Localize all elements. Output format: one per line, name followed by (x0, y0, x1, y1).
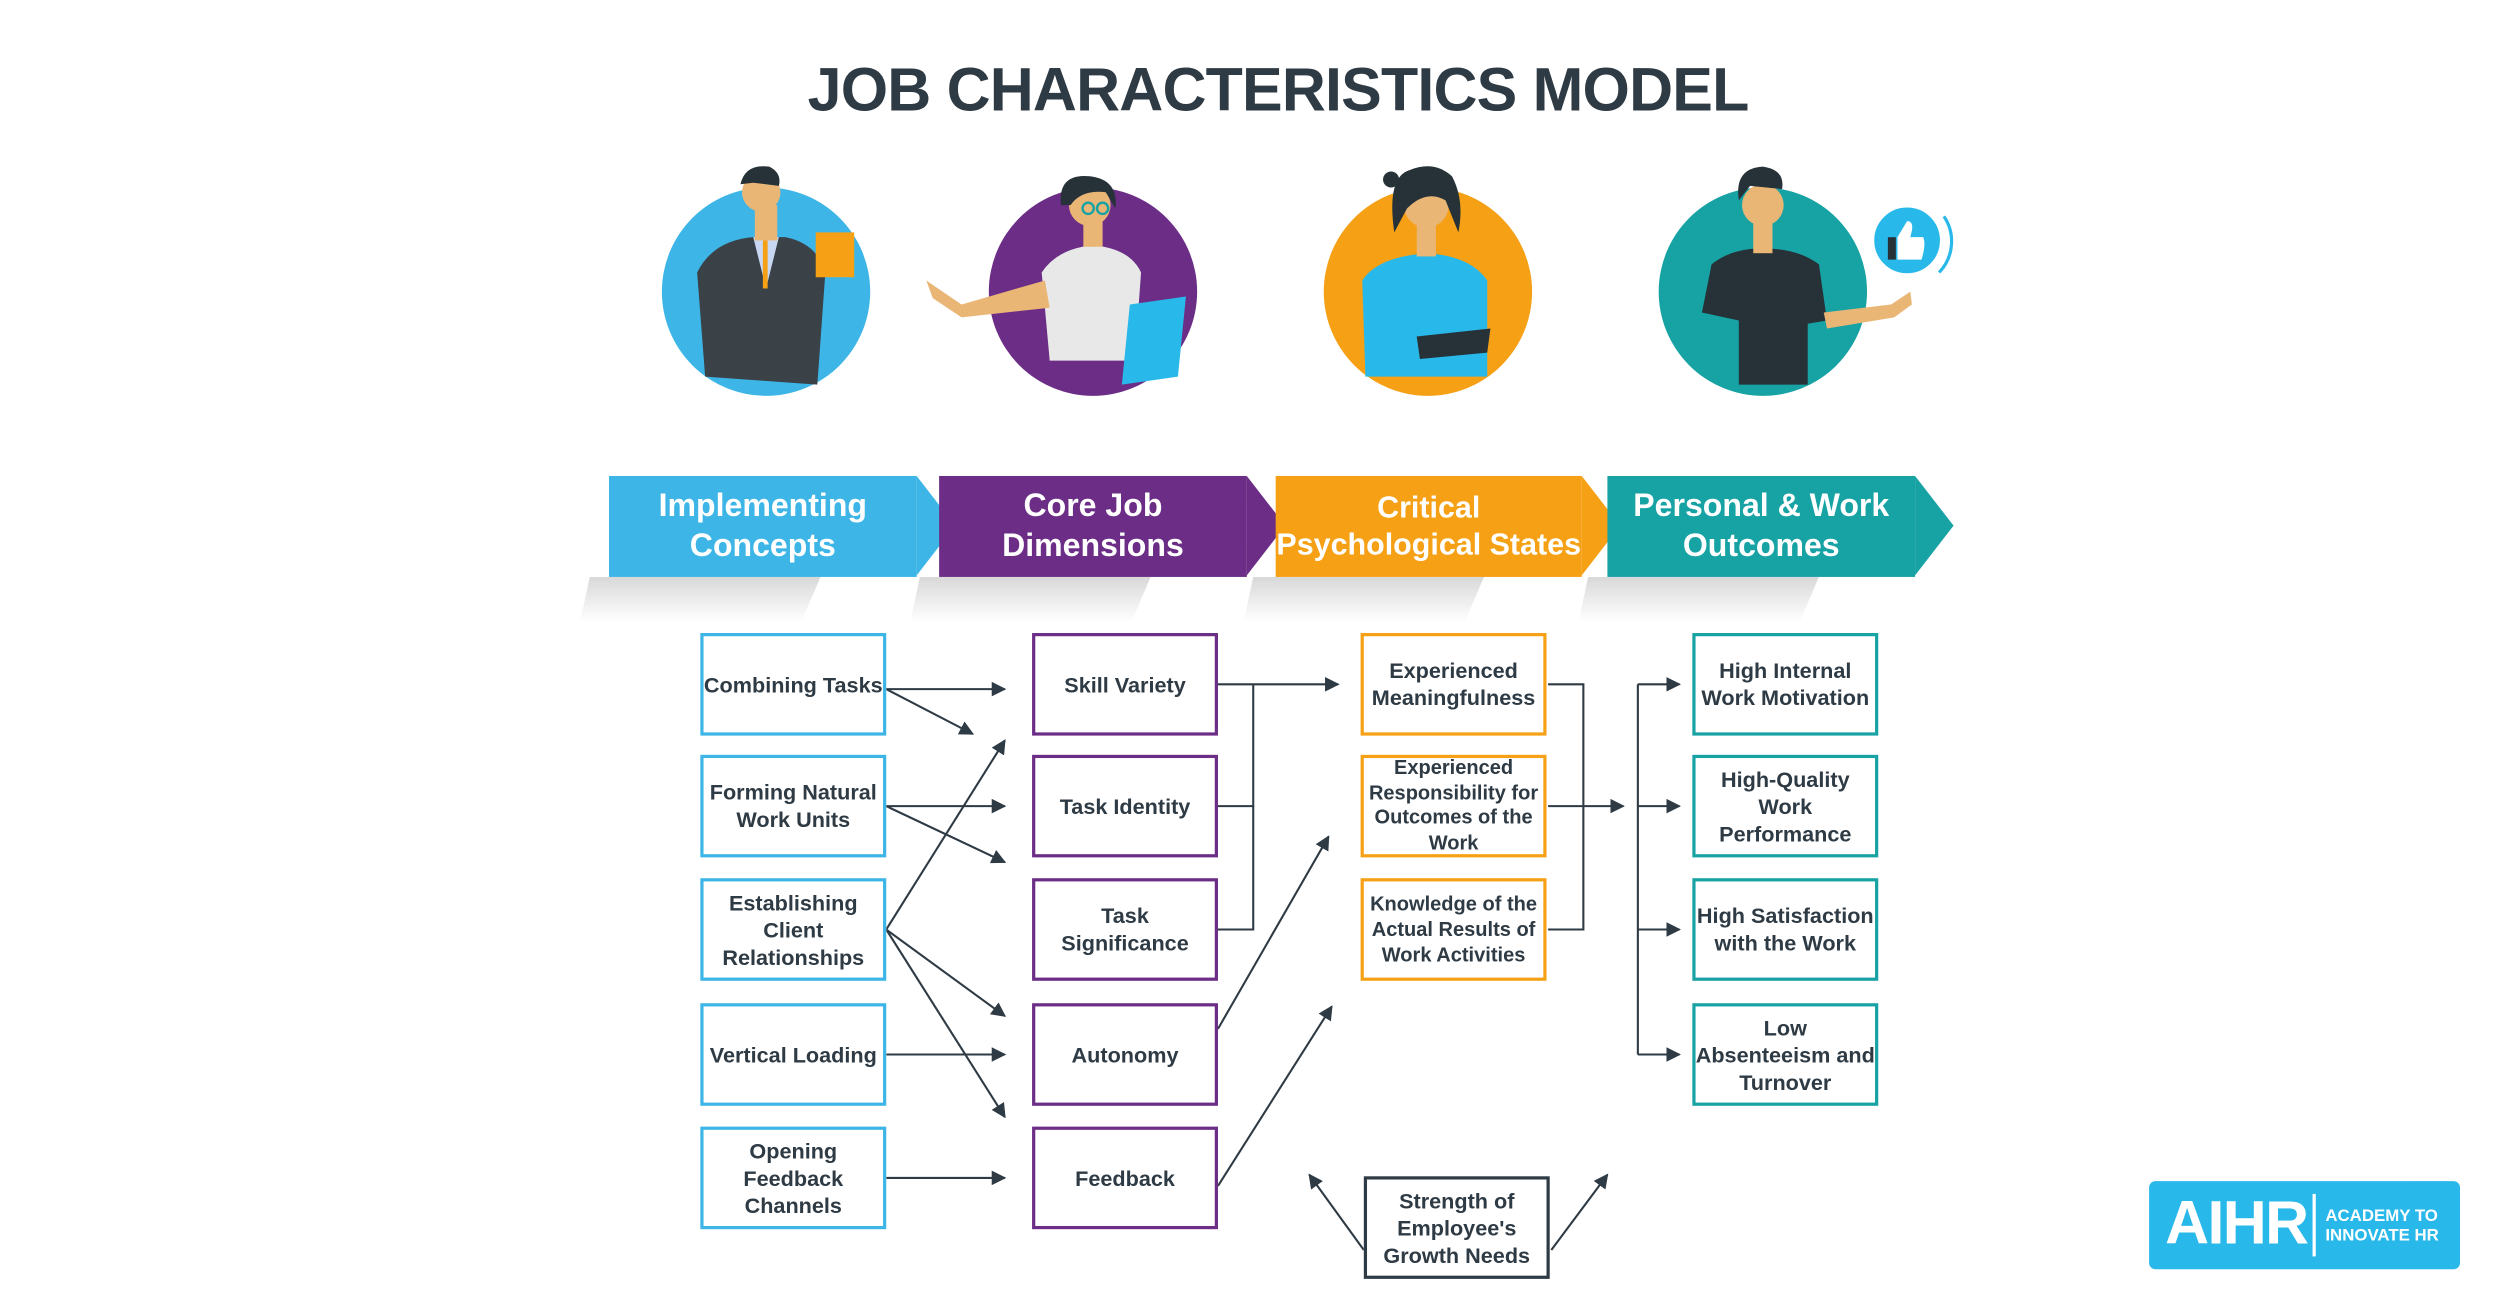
box-forming-natural-work-units: Forming Natural Work Units (700, 754, 887, 858)
box-label: Establishing Client Relationships (722, 890, 865, 969)
box-high-satisfaction: High Satisfaction with the Work (1692, 878, 1879, 981)
arrow (1308, 1173, 1365, 1251)
arrow (885, 928, 1006, 1119)
box-autonomy: Autonomy (1032, 1003, 1218, 1106)
box-label: Combining Tasks (703, 672, 883, 697)
box-label: High Satisfaction with the Work (1696, 903, 1874, 956)
banner-shadow (910, 576, 1151, 622)
box-label: High-Quality Work Performance (1719, 766, 1852, 846)
header-line: Outcomes (1682, 528, 1840, 564)
arrow (1550, 1173, 1609, 1251)
businessman-illustration (661, 166, 871, 396)
box-label: Strength of Employee's Growth Needs (1383, 1188, 1531, 1267)
banner-shadow (1578, 576, 1819, 622)
header-line: Critical (1377, 491, 1481, 525)
logo-line: INNOVATE HR (2325, 1225, 2439, 1246)
box-knowledge-of-results: Knowledge of the Actual Results of Work … (1360, 878, 1547, 981)
box-label: Task Significance (1061, 903, 1189, 956)
box-low-absenteeism: Low Absenteeism and Turnover (1692, 1003, 1879, 1106)
box-label: Low Absenteeism and Turnover (1695, 1015, 1875, 1094)
header-line: Concepts (689, 528, 836, 564)
box-label: Skill Variety (1064, 672, 1186, 697)
box-combining-tasks: Combining Tasks (700, 633, 887, 736)
banner-shadow (1243, 576, 1485, 622)
arrow (885, 928, 1007, 1017)
box-experienced-meaningfulness: Experienced Meaningfulness (1360, 633, 1547, 736)
box-label: Experienced Meaningfulness (1371, 658, 1536, 710)
box-label: Forming Natural Work Units (709, 780, 877, 832)
aihr-logo: AIHR ACADEMY TO INNOVATE HR (2149, 1181, 2460, 1270)
box-label: Knowledge of the Actual Results of Work … (1370, 892, 1538, 967)
box-establishing-client-relationships: Establishing Client Relationships (700, 878, 887, 981)
box-high-quality-work-performance: High-Quality Work Performance (1692, 754, 1879, 858)
box-task-significance: Task Significance (1032, 878, 1218, 981)
box-label: Vertical Loading (709, 1042, 877, 1067)
box-label: High Internal Work Motivation (1701, 658, 1870, 710)
connector (1217, 684, 1255, 808)
box-opening-feedback-channels: Opening Feedback Channels (700, 1126, 887, 1230)
arrow (885, 739, 1006, 931)
box-feedback: Feedback (1032, 1126, 1218, 1230)
box-label: Experienced Responsibility for Outcomes … (1368, 756, 1539, 854)
arrow-tip (1915, 475, 1954, 576)
box-label: Autonomy (1071, 1042, 1179, 1067)
woman-writing-illustration (1323, 166, 1533, 396)
header-line: Personal & Work (1633, 487, 1890, 524)
arrow (1217, 835, 1330, 1030)
header-line: Implementing (658, 487, 868, 524)
box-skill-variety: Skill Variety (1032, 633, 1218, 736)
arrow (885, 688, 975, 735)
box-label: Task Identity (1059, 794, 1191, 819)
box-growth-need-strength: Strength of Employee's Growth Needs (1363, 1176, 1550, 1279)
logo-line: ACADEMY TO (2325, 1206, 2438, 1226)
box-high-internal-work-motivation: High Internal Work Motivation (1692, 633, 1879, 736)
box-experienced-responsibility: Experienced Responsibility for Outcomes … (1360, 754, 1547, 858)
box-label: Feedback (1075, 1165, 1175, 1190)
logo-tagline: ACADEMY TO INNOVATE HR (2325, 1207, 2438, 1245)
logo-divider (2312, 1193, 2316, 1257)
header-line: Core Job (1023, 487, 1163, 524)
box-label: Opening Feedback Channels (743, 1138, 844, 1218)
header-line: Dimensions (1002, 528, 1184, 564)
header-line: Psychological States (1276, 528, 1582, 562)
illustrations (661, 166, 1954, 396)
woman-clipboard-illustration (926, 175, 1198, 396)
logo-mark: AIHR (2165, 1190, 2309, 1259)
box-task-identity: Task Identity (1032, 754, 1218, 858)
page-title: JOB CHARACTERISTICS MODEL (807, 57, 1750, 126)
box-vertical-loading: Vertical Loading (700, 1003, 887, 1106)
banner-shadow (580, 576, 821, 622)
arrow (1217, 1005, 1333, 1187)
man-thumbs-up-illustration (1658, 166, 1912, 396)
connector (1217, 806, 1255, 931)
thumbs-up-icon (1869, 202, 1954, 279)
